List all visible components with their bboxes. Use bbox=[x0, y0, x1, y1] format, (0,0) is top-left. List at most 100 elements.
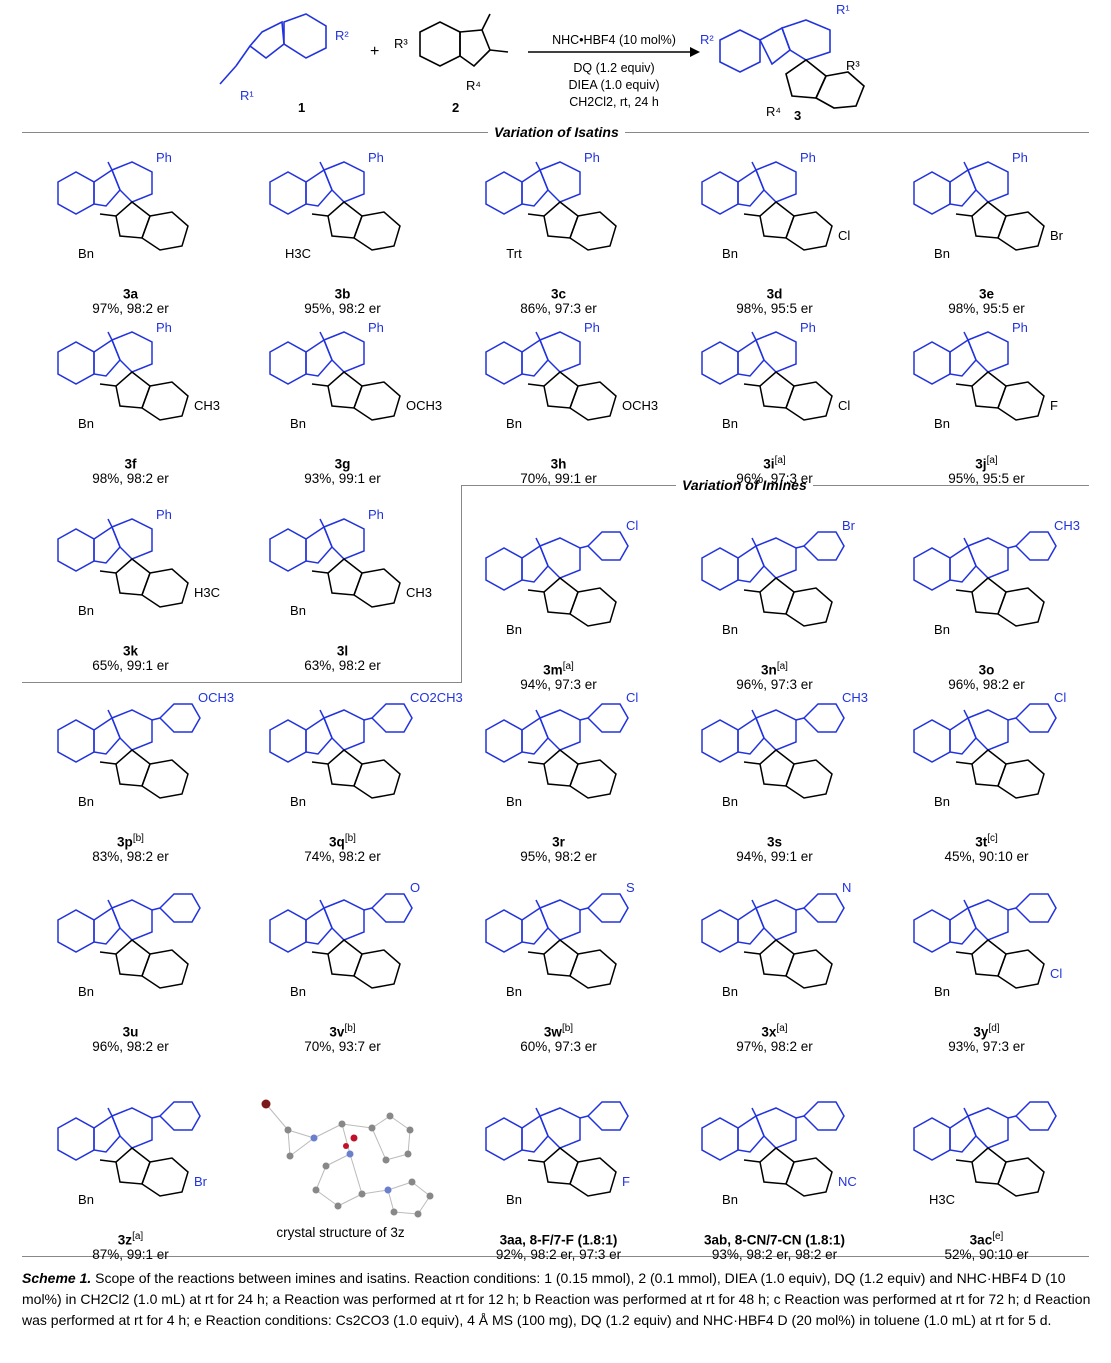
compound-id: 3a bbox=[28, 283, 233, 303]
svg-text:R¹: R¹ bbox=[240, 88, 254, 103]
compound-id: 3n[a] bbox=[672, 659, 877, 679]
crystal-structure-image bbox=[261, 1099, 434, 1218]
substituent-r1-label: Ph bbox=[156, 320, 172, 335]
compound-id-text: 3p bbox=[117, 834, 133, 850]
aryl-substituent-label: Br bbox=[842, 518, 856, 533]
compound-id-text: 3b bbox=[334, 286, 351, 302]
compound-id-text: 3g bbox=[334, 456, 351, 472]
compound-id-text: 3o bbox=[978, 662, 995, 678]
compound-structure: OBn bbox=[269, 880, 420, 999]
compound-footnote-mark: [b] bbox=[561, 1023, 574, 1034]
compound-id-text: 3s bbox=[766, 834, 783, 850]
reaction-scheme-graphic: R¹ R² 1 + R³ R⁴ 2 NHC•HBF4 (10 mol%) DQ … bbox=[219, 2, 865, 123]
compound-footnote-mark: [a] bbox=[986, 455, 998, 466]
n-substituent-label: Bn bbox=[506, 622, 522, 637]
aryl-substituent-label: CO2CH3 bbox=[410, 690, 463, 705]
compound-id-text: 3y bbox=[973, 1024, 989, 1040]
ring-substituent-label: Cl bbox=[838, 228, 850, 243]
compound-id: 3g bbox=[240, 453, 445, 473]
compound-id-text: 3m bbox=[543, 662, 563, 678]
crystal-structure-caption: crystal structure of 3z bbox=[276, 1225, 405, 1240]
compound-id-text: 3q bbox=[329, 834, 345, 850]
compound-yield-er: 87%, 99:1 er bbox=[92, 1247, 169, 1262]
svg-text:R⁴: R⁴ bbox=[466, 78, 481, 93]
compound-id: 3r bbox=[456, 831, 661, 851]
n-substituent-label: Bn bbox=[934, 622, 950, 637]
n-substituent-label: Bn bbox=[722, 984, 738, 999]
compound-id-text: 3d bbox=[766, 286, 783, 302]
substituent-r1-label: Ph bbox=[368, 320, 384, 335]
compound-yield-er: 94%, 99:1 er bbox=[736, 849, 813, 864]
n-substituent-label: Bn bbox=[78, 603, 94, 618]
compound-id: 3i[a] bbox=[672, 453, 877, 473]
compound-id-text: 3ab, 8-CN/7-CN (1.8:1) bbox=[703, 1232, 846, 1248]
ring-substituent-label: Br bbox=[1050, 228, 1064, 243]
compound-id-text: 3a bbox=[122, 286, 139, 302]
compound-yield-er: 70%, 93:7 er bbox=[304, 1039, 381, 1054]
n-substituent-label: Bn bbox=[290, 794, 306, 809]
compound-yield-er: 96%, 98:2 er bbox=[92, 1039, 169, 1054]
svg-text:R¹: R¹ bbox=[836, 2, 850, 17]
aryl-substituent-label: Cl bbox=[626, 690, 638, 705]
compound-yield-er: 70%, 99:1 er bbox=[520, 471, 597, 486]
ring-substituent-label: H3C bbox=[194, 585, 220, 600]
n-substituent-label: Bn bbox=[290, 416, 306, 431]
substituent-r1-label: Ph bbox=[368, 507, 384, 522]
condition-catalyst: NHC•HBF4 (10 mol%) bbox=[552, 33, 676, 47]
compound-footnote-mark: [a] bbox=[776, 1023, 788, 1034]
substituent-r1-label: Ph bbox=[156, 507, 172, 522]
compound-id: 3m[a] bbox=[456, 659, 661, 679]
compound-structure: Bn bbox=[57, 893, 201, 999]
compound-footnote-mark: [b] bbox=[344, 1023, 356, 1034]
compound-id: 3q[b] bbox=[240, 831, 445, 851]
compound-id: 3p[b] bbox=[28, 831, 233, 851]
compound-id: 3ab, 8-CN/7-CN (1.8:1) bbox=[672, 1229, 877, 1249]
ring-substituent-label: Cl bbox=[1050, 966, 1062, 981]
compound-yield-er: 95%, 95:5 er bbox=[948, 471, 1025, 486]
compound-id: 3t[c] bbox=[884, 831, 1089, 851]
aryl-substituent-label: N bbox=[842, 880, 851, 895]
n-substituent-label: Bn bbox=[506, 1192, 522, 1207]
compound-id-text: 3w bbox=[543, 1024, 562, 1040]
svg-text:R²: R² bbox=[335, 28, 349, 43]
compound-id: 3h bbox=[456, 453, 661, 473]
compound-id-text: 3c bbox=[550, 286, 567, 302]
compound-yield-er: 92%, 98:2 er, 97:3 er bbox=[495, 1247, 622, 1262]
compound-yield-er: 95%, 98:2 er bbox=[304, 301, 381, 316]
ring-substituent-label: CH3 bbox=[194, 398, 220, 413]
substituent-r1-label: Ph bbox=[584, 150, 600, 165]
scheme-caption-text: Scope of the reactions between imines an… bbox=[22, 1270, 1091, 1328]
substituent-r1-label: Ph bbox=[800, 320, 816, 335]
condition-oxidant: DQ (1.2 equiv) bbox=[573, 61, 654, 75]
aryl-substituent-label: Cl bbox=[626, 518, 638, 533]
n-substituent-label: Bn bbox=[506, 794, 522, 809]
compound-id: 3j[a] bbox=[884, 453, 1089, 473]
ring-substituent-label: OCH3 bbox=[622, 398, 658, 413]
n-substituent-label: Bn bbox=[506, 984, 522, 999]
compound-id-text: 3l bbox=[336, 643, 349, 659]
compound-id: 3x[a] bbox=[672, 1021, 877, 1041]
compound-footnote-mark: [c] bbox=[987, 833, 998, 844]
compound-id: 3u bbox=[28, 1021, 233, 1041]
svg-text:R³: R³ bbox=[394, 36, 408, 51]
compound-structure: H3C bbox=[913, 1101, 1057, 1207]
substituent-r1-label: Ph bbox=[1012, 320, 1028, 335]
